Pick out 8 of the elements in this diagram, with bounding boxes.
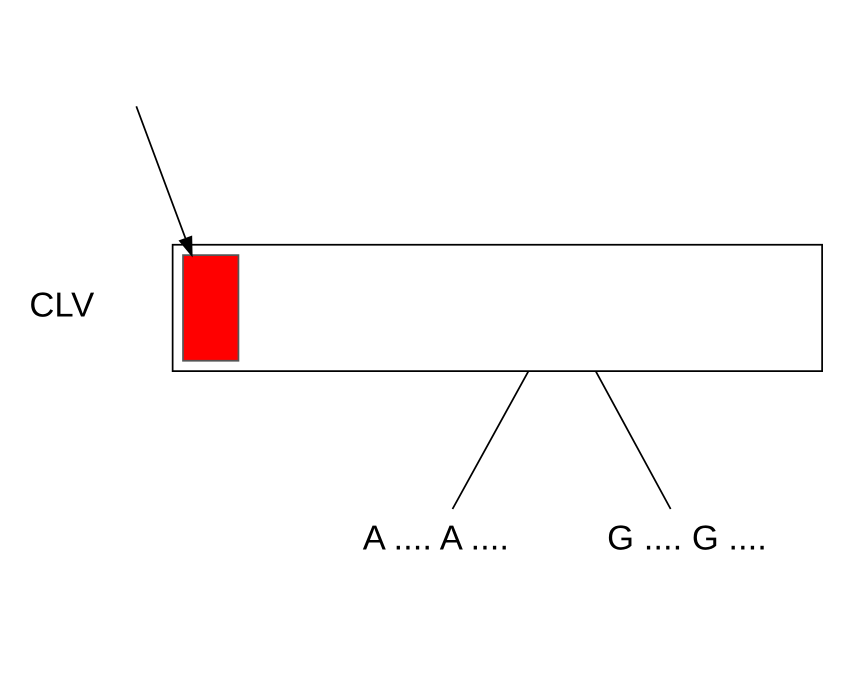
connector (452, 370, 530, 510)
arrow (136, 106, 193, 258)
cluster (172, 244, 823, 372)
node-text: G .... G .... (607, 520, 767, 558)
node-label: CLV (29, 286, 94, 325)
node-box (182, 254, 240, 362)
node-text: A .... A .... (362, 520, 510, 558)
connector (594, 370, 672, 510)
